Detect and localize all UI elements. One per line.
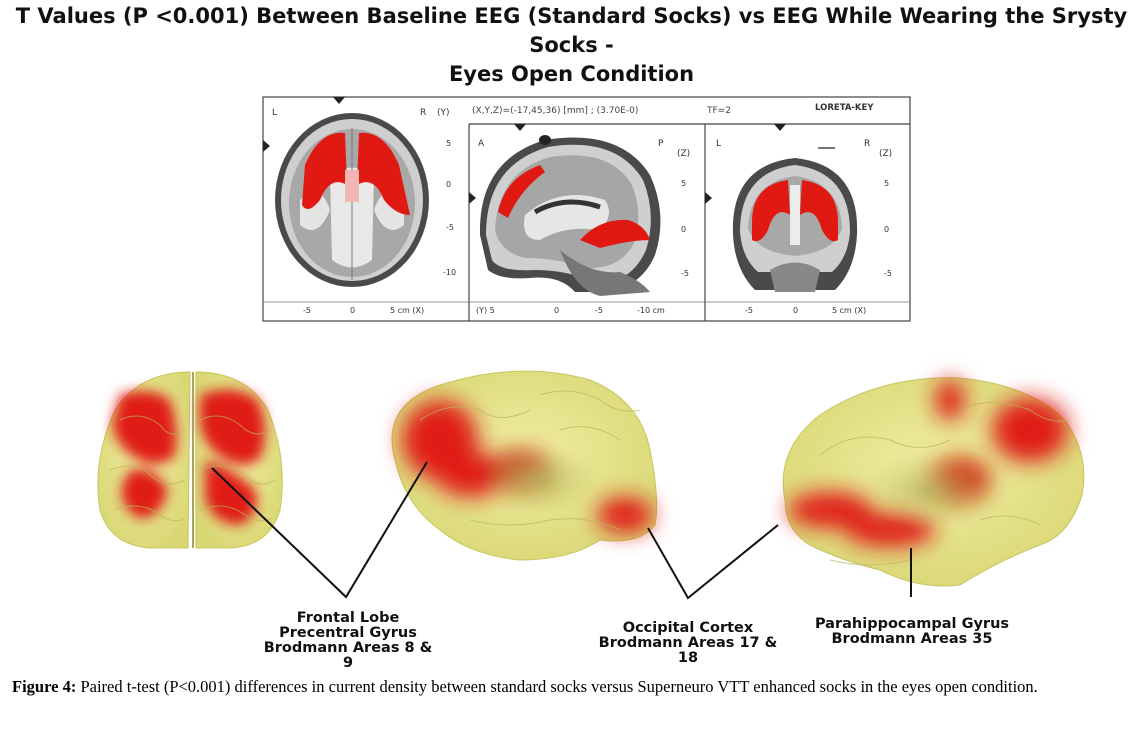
coronal-y-tick: -5 [884, 269, 892, 278]
figure-title-line-2: Eyes Open Condition [448, 62, 695, 86]
annotation-occipital: Occipital Cortex Brodmann Areas 17 & 18 [588, 621, 788, 666]
axial-y-tick: 5 [446, 139, 451, 148]
coronal-y-tick: 5 [884, 179, 889, 188]
sagittal-x-tick: 0 [554, 306, 559, 315]
annotation-occipital-line-2: Brodmann Areas 17 & 18 [598, 635, 778, 666]
slice-marker-icon [514, 124, 526, 131]
sagittal-y-tick: 0 [681, 225, 686, 234]
cortex-lateral-left-view [391, 370, 658, 561]
axial-y-tick: -10 [443, 268, 456, 277]
axial-view: L R (Y) 5 0 -5 -10 -5 0 5 cm (X) [272, 108, 456, 315]
coronal-corner-left: L [716, 139, 721, 149]
coronal-x-tick: 0 [793, 306, 798, 315]
sagittal-view: A P (Z) 5 0 -5 (Y) 5 0 -5 -10 cm [476, 135, 690, 315]
sagittal-y-tick: 5 [681, 179, 686, 188]
annotation-parahippocampal-line-1: Parahippocampal Gyrus [814, 616, 1010, 632]
axial-corner-left: L [272, 108, 277, 118]
axial-x-tick: 0 [350, 306, 355, 315]
slice-marker-icon [469, 192, 476, 204]
coronal-view: L R (Z) 5 0 -5 -5 0 5 cm (X) [716, 139, 892, 315]
loreta-header-coords: (X,Y,Z)=(-17,45,36) [mm] ; (3.70E-0) [472, 106, 638, 116]
figure-title: T Values (P <0.001) Between Baseline EEG… [0, 2, 1143, 89]
slice-marker-icon [705, 192, 712, 204]
annotation-leader-lines [211, 461, 912, 600]
caption-text: Paired t-test (P<0.001) differences in c… [76, 677, 1038, 696]
sagittal-corner-right: P [658, 139, 664, 149]
figure-caption: Figure 4: Paired t-test (P<0.001) differ… [12, 676, 1134, 697]
axial-y-tick: 0 [446, 180, 451, 189]
sagittal-corner-left: A [478, 139, 485, 149]
slice-marker-icon [774, 124, 786, 131]
sagittal-x-tick: -10 cm [637, 306, 665, 315]
coronal-y-tick: 0 [884, 225, 889, 234]
axial-x-tick: 5 cm (X) [390, 306, 424, 315]
cortex-top-view [97, 371, 283, 549]
sagittal-y-tick: -5 [681, 269, 689, 278]
axial-axis-label: (Y) [437, 108, 450, 118]
annotation-parahippocampal: Parahippocampal Gyrus Brodmann Areas 35 [814, 617, 1010, 647]
loreta-header-key: LORETA-KEY [815, 103, 874, 113]
slice-marker-icon [333, 97, 345, 104]
cortex-lateral-right-view [782, 377, 1085, 587]
caption-label: Figure 4: [12, 677, 77, 696]
annotation-frontal-line-1: Frontal Lobe [296, 610, 400, 626]
loreta-panel: (X,Y,Z)=(-17,45,36) [mm] ; (3.70E-0) TF=… [262, 96, 911, 322]
sagittal-x-tick: (Y) 5 [476, 306, 495, 315]
annotation-parahippocampal-line-2: Brodmann Areas 35 [831, 631, 993, 647]
annotation-frontal-line-3: Brodmann Areas 8 & 9 [263, 640, 433, 671]
axial-y-tick: -5 [446, 223, 454, 232]
coronal-axis-label: (Z) [879, 149, 892, 159]
axial-corner-right: R [420, 108, 426, 118]
annotation-frontal: Frontal Lobe Precentral Gyrus Brodmann A… [258, 611, 438, 671]
coronal-corner-right: R [864, 139, 870, 149]
annotation-frontal-line-2: Precentral Gyrus [279, 625, 417, 641]
sagittal-x-tick: -5 [595, 306, 603, 315]
loreta-header-tf: TF=2 [706, 106, 731, 116]
figure-title-line-1: T Values (P <0.001) Between Baseline EEG… [15, 4, 1128, 57]
coronal-x-tick: -5 [745, 306, 753, 315]
annotation-occipital-line-1: Occipital Cortex [622, 620, 754, 636]
coronal-x-tick: 5 cm (X) [832, 306, 866, 315]
slice-marker-icon [263, 140, 270, 152]
sagittal-axis-label: (Z) [677, 149, 690, 159]
axial-x-tick: -5 [303, 306, 311, 315]
